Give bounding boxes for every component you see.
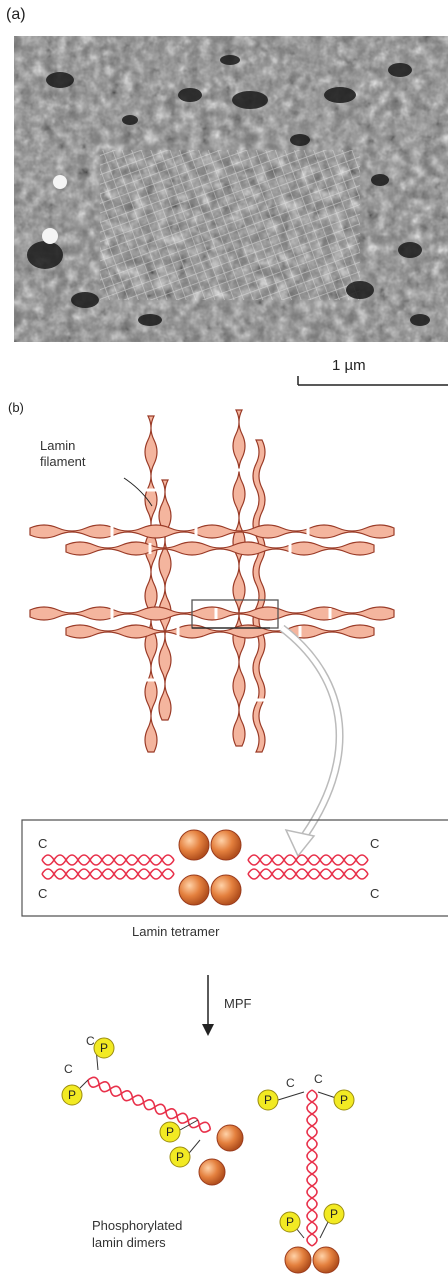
tetramer-c-label: C [370,836,379,851]
dimers-label-line1: Phosphorylated [92,1218,182,1233]
phosphate-label: P [330,1207,338,1221]
micrograph-image [14,36,448,342]
tetramer-label: Lamin tetramer [132,924,219,939]
phosphate-label: P [68,1088,76,1102]
phosphate-label: P [264,1093,272,1107]
dimer-c-label: C [286,1076,295,1090]
filament-label-line2: filament [40,454,86,469]
dimer-c-label: C [64,1062,73,1076]
mpf-label: MPF [224,996,251,1011]
tetramer-c-label: C [38,886,47,901]
scale-bar-label: 1 µm [332,357,366,374]
phosphate-groups [62,1038,354,1232]
dimers-label-line2: lamin dimers [92,1235,166,1250]
phosphate-label: P [166,1125,174,1139]
zoom-arrow [282,628,340,842]
phosphate-label: P [340,1093,348,1107]
tetramer-helix [42,855,368,879]
dimer-c-label: C [86,1034,95,1048]
dimer-c-label: C [314,1072,323,1086]
phosphate-label: P [176,1150,184,1164]
filament-segment-gaps [112,470,330,700]
tetramer-globular-heads [179,830,241,905]
panel-b-label: (b) [8,400,24,415]
dimer-2 [278,1090,339,1273]
scale-bar [298,376,448,385]
phosphate-label: P [100,1041,108,1055]
tetramer-c-label: C [38,836,47,851]
phosphate-label: P [286,1215,294,1229]
filament-label-line1: Lamin [40,438,75,453]
dimer-1 [80,1048,243,1185]
tetramer-c-label: C [370,886,379,901]
